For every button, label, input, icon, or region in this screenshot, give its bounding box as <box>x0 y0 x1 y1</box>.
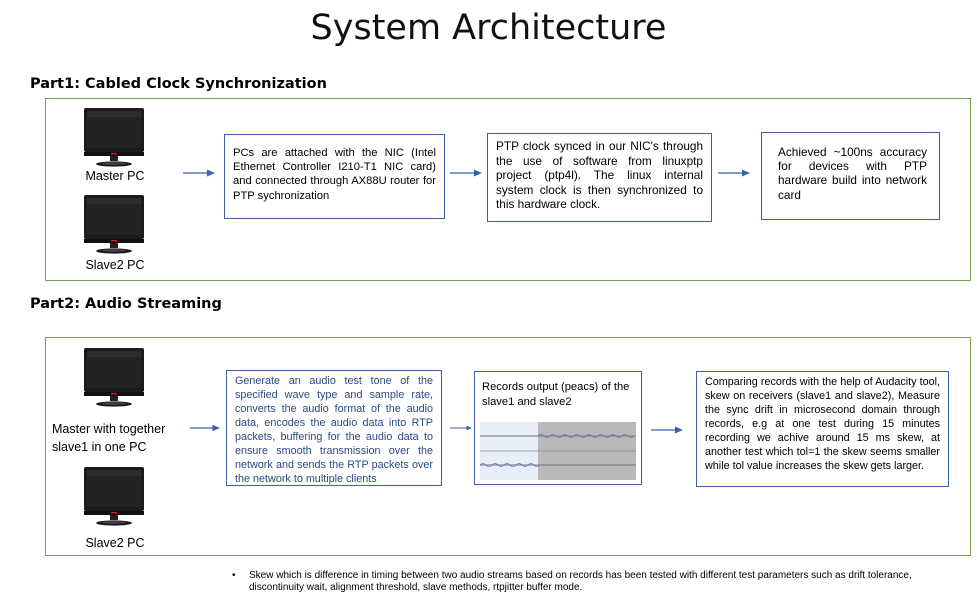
slave2-pc-label: Slave2 PC <box>85 536 145 550</box>
master-pc-label: Master PC <box>85 169 145 183</box>
waveform-image <box>480 422 636 480</box>
part1-ptp-box: PTP clock synced in our NIC's through th… <box>487 133 712 222</box>
right-arrow-icon <box>450 168 482 178</box>
part1-heading: Part1: Cabled Clock Synchronization <box>30 76 327 92</box>
computer-monitor-icon <box>83 106 145 168</box>
part1-frame <box>45 98 971 281</box>
part2-stream-box: Generate an audio test tone of the speci… <box>226 370 442 486</box>
right-arrow-icon <box>450 423 472 433</box>
part1-accuracy-box: Achieved ~100ns accuracy for devices wit… <box>761 132 940 220</box>
right-arrow-icon <box>717 168 751 178</box>
computer-monitor-icon <box>83 465 145 527</box>
page-title: System Architecture <box>310 8 667 48</box>
right-arrow-icon <box>190 423 220 433</box>
records-box-title: Records output (peacs) of the slave1 and… <box>482 381 630 408</box>
computer-monitor-icon <box>83 193 145 255</box>
computer-monitor-icon <box>83 346 145 408</box>
bullet-icon: • <box>232 570 236 581</box>
part2-comparison-box: Comparing records with the help of Audac… <box>696 371 949 487</box>
part2-heading: Part2: Audio Streaming <box>30 296 222 312</box>
part2-frame <box>45 337 971 556</box>
master-slave1-label: Master with together slave1 in one PC <box>52 422 166 454</box>
footnote-text: Skew which is difference in timing betwe… <box>249 570 912 593</box>
part2-records-box: Records output (peacs) of the slave1 and… <box>474 371 642 485</box>
slave2-pc-label: Slave2 PC <box>85 258 145 272</box>
footnote: • Skew which is difference in timing bet… <box>232 570 932 594</box>
right-arrow-icon <box>648 425 686 435</box>
part1-nic-box: PCs are attached with the NIC (Intel Eth… <box>224 134 445 219</box>
right-arrow-icon <box>183 168 215 178</box>
